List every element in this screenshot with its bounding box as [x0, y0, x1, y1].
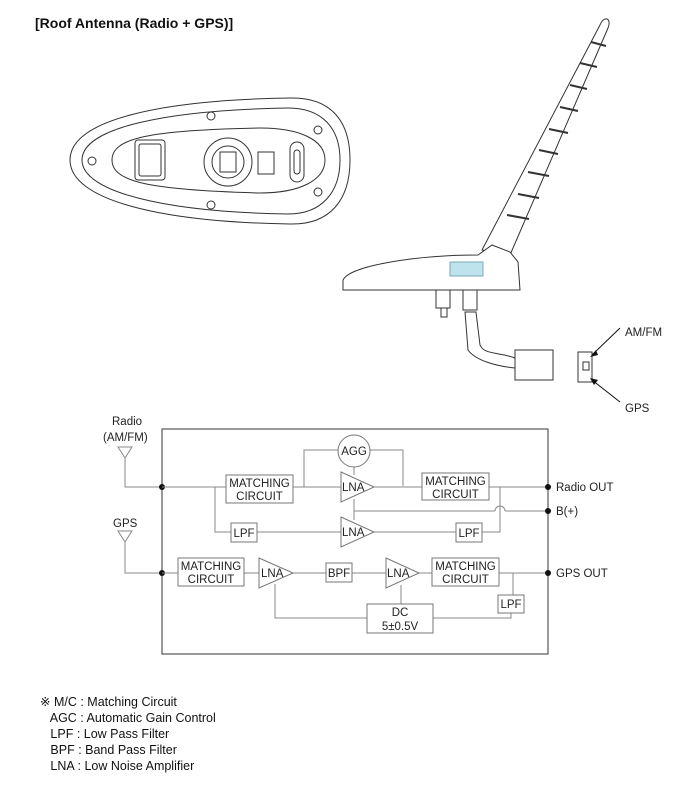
- block-diagram: Radio (AM/FM) GPS AGG MATCHING CIRCUIT L…: [103, 416, 614, 655]
- block-label: CIRCUIT: [432, 489, 479, 501]
- legend-item: LNA : Low Noise Amplifier: [40, 759, 195, 773]
- radio-antenna-icon: [117, 446, 133, 459]
- abbreviation-legend: ※ M/C : Matching Circuit AGC : Automatic…: [40, 694, 216, 774]
- gps-input-label: GPS: [113, 518, 138, 530]
- block-label: MATCHING: [435, 561, 496, 573]
- matching-circuit-radio-out: [421, 472, 490, 501]
- block-label: LNA: [261, 568, 284, 580]
- lna-radio-1: [340, 471, 376, 503]
- radio-out-label: Radio OUT: [556, 482, 614, 494]
- lna-gps-2: [385, 557, 421, 589]
- gps-connector-label: GPS: [625, 403, 650, 415]
- block-label: LPF: [458, 528, 479, 540]
- block-label: MATCHING: [229, 478, 290, 490]
- figure-title: [Roof Antenna (Radio + GPS)]: [35, 15, 234, 31]
- lna-radio-2: [340, 516, 376, 548]
- block-label: DC: [392, 607, 409, 619]
- dc-supply-block: [366, 603, 434, 634]
- block-label: MATCHING: [181, 561, 242, 573]
- bplus-label: B(+): [556, 506, 578, 518]
- matching-circuit-gps-out: [431, 557, 500, 587]
- block-label: LPF: [233, 528, 254, 540]
- block-label: CIRCUIT: [236, 491, 283, 503]
- gps-out-label: GPS OUT: [556, 568, 608, 580]
- amfm-connector-label: AM/FM: [625, 327, 662, 339]
- label-plate: [449, 261, 484, 277]
- legend-item: AGC : Automatic Gain Control: [40, 711, 216, 725]
- block-label: LNA: [342, 527, 365, 539]
- antenna-side-view: AM/FM GPS: [342, 18, 662, 415]
- lpf-radio-out: [455, 522, 483, 543]
- block-label: LPF: [500, 599, 521, 611]
- block-label: MATCHING: [425, 476, 486, 488]
- legend-item: BPF : Band Pass Filter: [40, 743, 177, 757]
- lpf-gps: [497, 594, 525, 614]
- lpf-radio-in: [230, 522, 258, 543]
- lna-gps-1: [258, 557, 295, 589]
- agc-label: AGG: [341, 446, 367, 458]
- radio-input-label: Radio: [112, 416, 142, 428]
- block-label: BPF: [328, 568, 350, 580]
- radio-input-band-label: (AM/FM): [103, 432, 148, 444]
- block-label: CIRCUIT: [188, 574, 235, 586]
- legend-item: ※ M/C : Matching Circuit: [40, 695, 177, 709]
- matching-circuit-gps-in: [177, 557, 245, 587]
- block-label: LNA: [387, 568, 410, 580]
- block-label: CIRCUIT: [442, 574, 489, 586]
- gps-antenna-icon: [117, 530, 133, 543]
- legend-item: LPF : Low Pass Filter: [40, 727, 170, 741]
- block-label: 5±0.5V: [382, 621, 419, 633]
- matching-circuit-radio-in: [225, 474, 294, 504]
- block-label: LNA: [342, 482, 365, 494]
- agc-block: [337, 434, 371, 468]
- module-box: [161, 428, 549, 655]
- antenna-base-bottom-view: [69, 97, 351, 225]
- bpf-gps: [325, 562, 353, 583]
